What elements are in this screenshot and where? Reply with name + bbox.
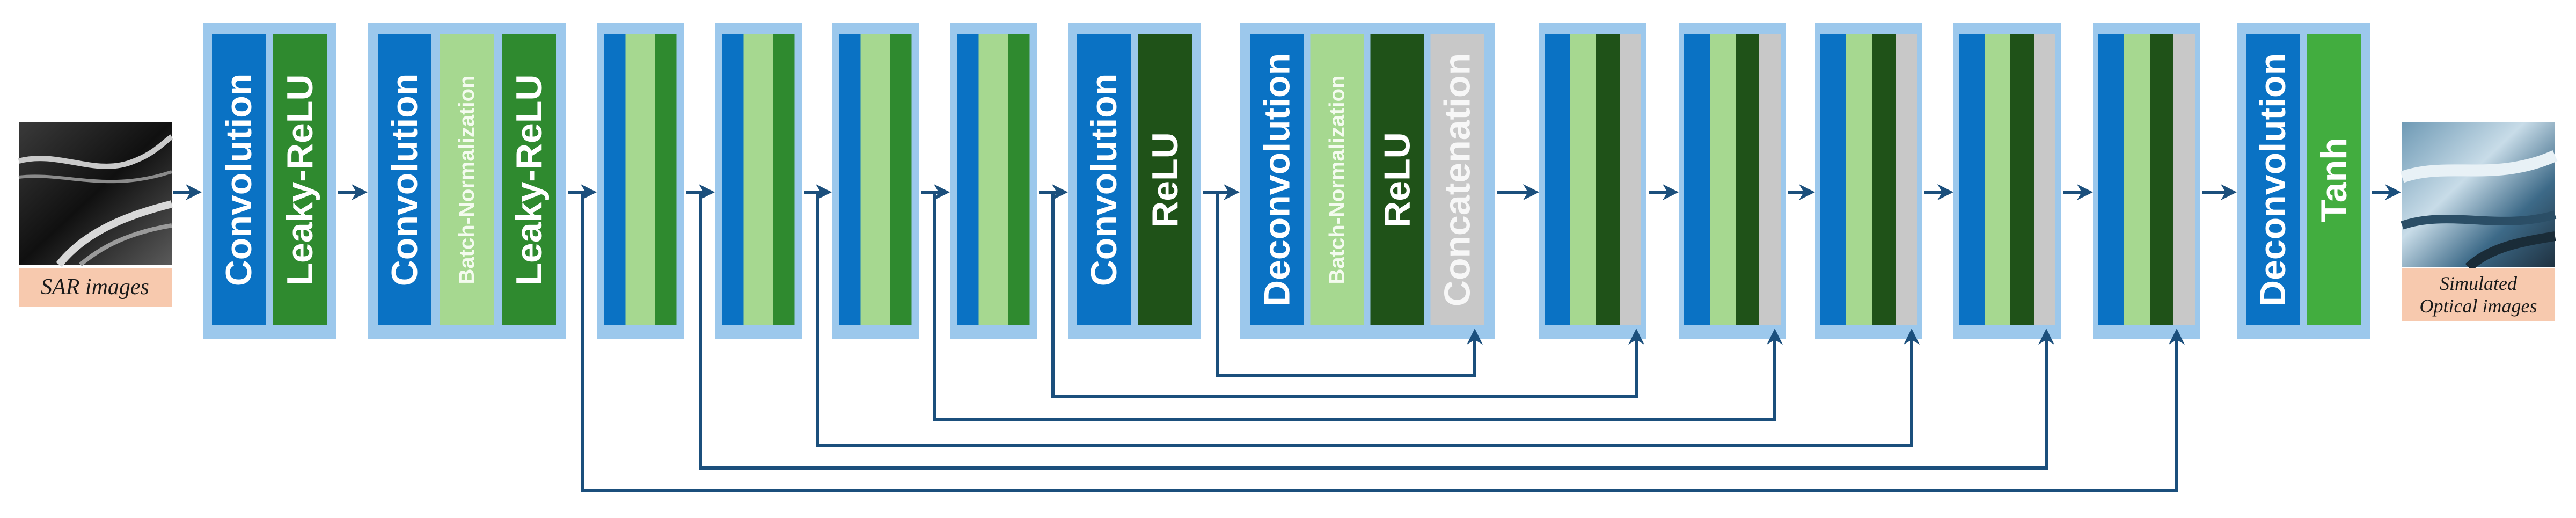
layer-relu [1596, 34, 1620, 325]
layer-label-concatenation: Concatenation [1437, 53, 1478, 307]
optical-caption-line1: Simulated [2440, 273, 2518, 294]
layer-leaky-relu [273, 34, 327, 325]
layer-label-leaky-relu: Leaky-ReLU [280, 74, 320, 285]
layer-convolution [2246, 34, 2300, 325]
layer-convolution [722, 34, 744, 325]
skip-connection-enc2 [581, 192, 2185, 492]
layer-label-convolution: Convolution [1084, 74, 1124, 287]
layer-batch-norm [1710, 34, 1736, 325]
block-enc5 [832, 23, 919, 339]
network-blocks: Convolution Leaky-ReLU Convolution Batch-No… [203, 23, 2370, 339]
layer-concatenation [1759, 34, 1781, 325]
sar-input-image [18, 122, 173, 267]
layer-relu [1370, 34, 1424, 325]
block-enc4 [715, 23, 802, 339]
layer-batch-norm [1846, 34, 1872, 325]
layer-label-convolution: Deconvolution [1257, 53, 1298, 307]
layer-relu [1736, 34, 1759, 325]
layer-label-convolution: Convolution [218, 74, 259, 287]
layer-relu [1138, 34, 1192, 325]
skip-connection-enc3 [699, 192, 2054, 470]
layer-convolution [2098, 34, 2124, 325]
layer-batch-norm [625, 34, 655, 325]
layer-relu [1872, 34, 1896, 325]
block-dec5 [1953, 23, 2061, 339]
layer-concatenation [1430, 34, 1484, 325]
skip-connection-enc6 [1051, 192, 1644, 398]
block-final: Deconvolution Tanh [2237, 23, 2370, 339]
layer-leaky-relu [1008, 34, 1030, 325]
block-enc3 [597, 23, 684, 339]
skip-connections [581, 192, 2185, 492]
layer-convolution [1684, 34, 1710, 325]
skip-connection-enc5 [933, 192, 1783, 421]
layer-label-batch-norm: Batch-Normalization [455, 76, 479, 284]
layer-concatenation [2174, 34, 2195, 325]
layer-batch-norm [1985, 34, 2010, 325]
layer-relu [2010, 34, 2034, 325]
layer-convolution [212, 34, 266, 325]
layer-label-tanh: Tanh [2314, 137, 2354, 222]
layer-convolution [957, 34, 979, 325]
block-enc2: Convolution Batch-Normalization Leaky-ReLU [368, 23, 566, 339]
layer-batch-norm [743, 34, 773, 325]
layer-batch-norm [440, 34, 494, 325]
layer-label-convolution: Deconvolution [2252, 53, 2293, 307]
optical-caption-box [2402, 268, 2555, 321]
layer-batch-norm [1570, 34, 1596, 325]
skip-connection-bottleneck [1216, 192, 1483, 377]
layer-convolution [1820, 34, 1846, 325]
layer-leaky-relu [890, 34, 912, 325]
sar-caption: SAR images [41, 275, 149, 300]
layer-concatenation [1620, 34, 1641, 325]
optical-caption-line2: Optical images [2420, 295, 2537, 317]
layer-convolution [1959, 34, 1985, 325]
layer-batch-norm [860, 34, 890, 325]
layer-label-leaky-relu: Leaky-ReLU [509, 74, 550, 285]
layer-batch-norm [2124, 34, 2150, 325]
layer-label-batch-norm: Batch-Normalization [1326, 76, 1349, 284]
block-enc6 [950, 23, 1037, 339]
layer-leaky-relu [773, 34, 795, 325]
layer-convolution [1250, 34, 1304, 325]
sar-caption-box [19, 268, 172, 307]
skip-connection-enc4 [816, 192, 1920, 447]
layer-batch-norm [978, 34, 1008, 325]
layer-relu [2150, 34, 2174, 325]
layer-leaky-relu [655, 34, 677, 325]
block-dec1: Deconvolution Batch-Normalization ReLU Conc… [1240, 23, 1495, 339]
block-dec4 [1815, 23, 1922, 339]
layer-concatenation [2034, 34, 2055, 325]
layer-convolution [839, 34, 861, 325]
block-bottleneck: Convolution ReLU [1068, 23, 1201, 339]
layer-tanh [2307, 34, 2361, 325]
optical-output-image [2400, 122, 2558, 271]
block-dec3 [1679, 23, 1786, 339]
layer-label-convolution: Convolution [384, 74, 425, 287]
layer-label-relu: ReLU [1145, 132, 1185, 228]
block-enc1: Convolution Leaky-ReLU [203, 23, 336, 339]
block-dec2 [1539, 23, 1646, 339]
layer-convolution [378, 34, 431, 325]
block-dec6 [2093, 23, 2200, 339]
layer-concatenation [1896, 34, 1917, 325]
layer-batch-norm [1310, 34, 1364, 325]
layer-convolution [604, 34, 626, 325]
layer-label-relu: ReLU [1377, 132, 1418, 228]
layer-leaky-relu [502, 34, 556, 325]
layer-convolution [1077, 34, 1131, 325]
layer-convolution [1545, 34, 1570, 325]
